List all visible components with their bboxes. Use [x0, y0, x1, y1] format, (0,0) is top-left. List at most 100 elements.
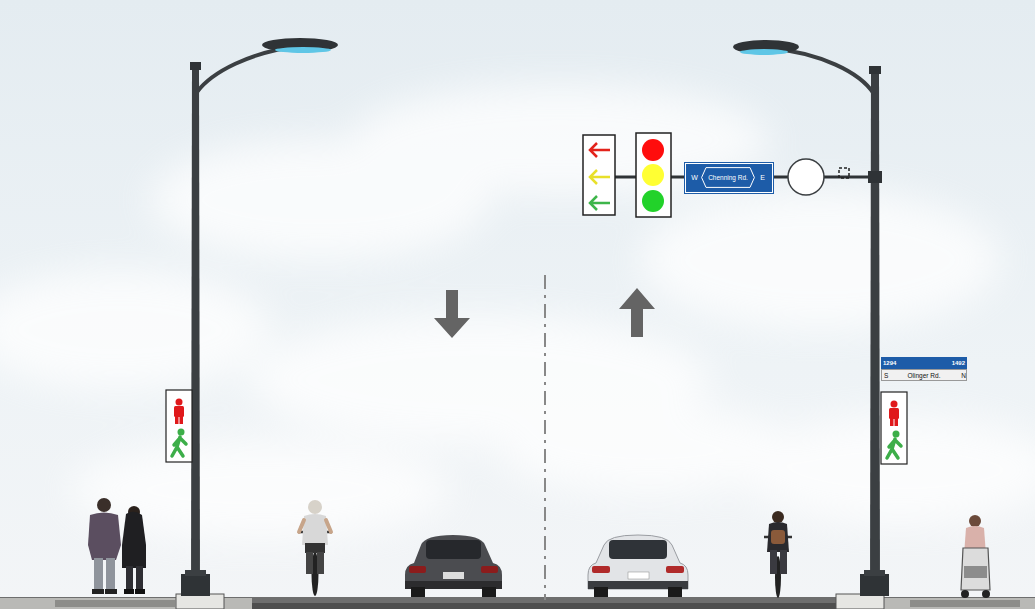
car-rear-white	[668, 587, 682, 597]
cyclist	[780, 550, 787, 574]
car-rear-dark	[481, 566, 498, 573]
signal-mast-arm	[868, 171, 882, 183]
car-rear-white	[666, 566, 684, 573]
cyclist	[770, 550, 777, 574]
pedestrian-man	[88, 513, 121, 561]
pedestrian-man	[88, 498, 121, 594]
traffic-signal-head	[636, 133, 671, 217]
pedestrian-man	[94, 558, 103, 591]
direction-letter: N	[958, 370, 966, 381]
pedestrian-woman	[136, 566, 143, 591]
pedestrian-with-stroller	[961, 515, 990, 598]
cyclist	[771, 530, 785, 544]
walk-figure	[172, 437, 186, 456]
right-light-pole	[869, 66, 881, 74]
dont-walk-figure	[895, 418, 899, 426]
clouds	[0, 270, 270, 390]
walk-figure	[178, 429, 185, 436]
car-rear-dark	[409, 566, 426, 573]
right-light-pole	[770, 48, 874, 94]
red-light	[642, 139, 664, 161]
pedestrian-man	[97, 498, 111, 512]
cyclist	[299, 520, 331, 532]
right-light-pole	[860, 574, 889, 596]
cyclist	[764, 511, 792, 598]
pedestrian-woman	[122, 506, 146, 594]
left-light-pole	[191, 66, 200, 588]
car-rear-dark	[443, 572, 464, 579]
pedestrian-woman	[135, 589, 145, 594]
cyclist	[317, 552, 324, 574]
arrow-signal-head	[583, 135, 615, 215]
ground	[836, 594, 884, 609]
dont-walk-figure	[174, 399, 184, 425]
left-light-pole	[275, 47, 331, 53]
left-light-pole	[181, 574, 210, 596]
dont-walk-figure	[176, 399, 183, 406]
direction-letter: S	[884, 370, 892, 381]
pedestrian-man	[105, 589, 117, 594]
dont-walk-figure	[889, 401, 899, 427]
street-name: Olinger Rd.	[894, 370, 954, 381]
cyclist	[308, 500, 322, 514]
pedestrian-with-stroller	[961, 548, 990, 590]
arrow-signal-head	[583, 135, 615, 215]
dont-walk-figure	[175, 416, 179, 424]
cross-street-band: SOlinger Rd. N	[881, 369, 967, 381]
right-light-pole	[733, 40, 889, 596]
car-rear-dark	[405, 535, 502, 597]
dont-walk-figure	[890, 418, 894, 426]
left-light-pole	[190, 62, 201, 70]
clouds	[640, 190, 1000, 330]
car-rear-dark	[426, 540, 481, 559]
walk-figure	[887, 431, 901, 459]
direction-arrow-up	[619, 288, 655, 337]
car-rear-dark	[405, 535, 502, 589]
pedestrian-man	[106, 558, 115, 591]
right-light-pole	[864, 570, 885, 576]
dont-walk-figure	[889, 408, 899, 419]
pedestrian-signal	[881, 392, 907, 464]
pedestrian-man	[92, 589, 104, 594]
left-light-pole	[262, 38, 338, 52]
pedestrian-signal	[881, 392, 907, 464]
yellow-arrow	[590, 170, 610, 184]
address-number: 1492	[935, 357, 965, 369]
street-name-plate: Chenning Rd.	[701, 167, 755, 188]
green-light	[642, 190, 664, 212]
right-light-pole	[733, 40, 799, 54]
pedestrian-with-stroller	[964, 566, 987, 578]
street-name: Chenning Rd.	[701, 167, 755, 188]
street-name-sign: WEChenning Rd.	[685, 163, 773, 193]
yellow-light	[642, 164, 664, 186]
cyclist	[298, 500, 332, 596]
traffic-signal-head	[636, 133, 671, 217]
right-light-pole	[870, 70, 880, 588]
cyclist	[772, 511, 784, 523]
pedestrian-woman	[124, 589, 134, 594]
ground	[0, 594, 1035, 609]
car-rear-white	[594, 587, 608, 597]
left-light-pole	[185, 570, 206, 576]
pedestrian-with-stroller	[969, 515, 981, 527]
cyclist	[306, 552, 313, 574]
car-rear-dark	[411, 587, 425, 597]
dont-walk-figure	[891, 401, 898, 408]
ground	[176, 594, 224, 609]
center-line	[544, 275, 546, 600]
detector-box	[839, 168, 849, 178]
dont-walk-figure	[180, 416, 184, 424]
pedestrian-with-stroller	[961, 590, 969, 598]
round-sign	[788, 159, 824, 195]
car-rear-white	[588, 535, 688, 597]
direction-arrow-down	[434, 290, 470, 338]
car-rear-white	[592, 566, 610, 573]
address-number: 1294	[883, 357, 913, 369]
walk-figure	[172, 429, 186, 457]
cyclist	[305, 543, 325, 553]
car-rear-white	[588, 535, 688, 589]
dont-walk-figure	[174, 406, 184, 417]
